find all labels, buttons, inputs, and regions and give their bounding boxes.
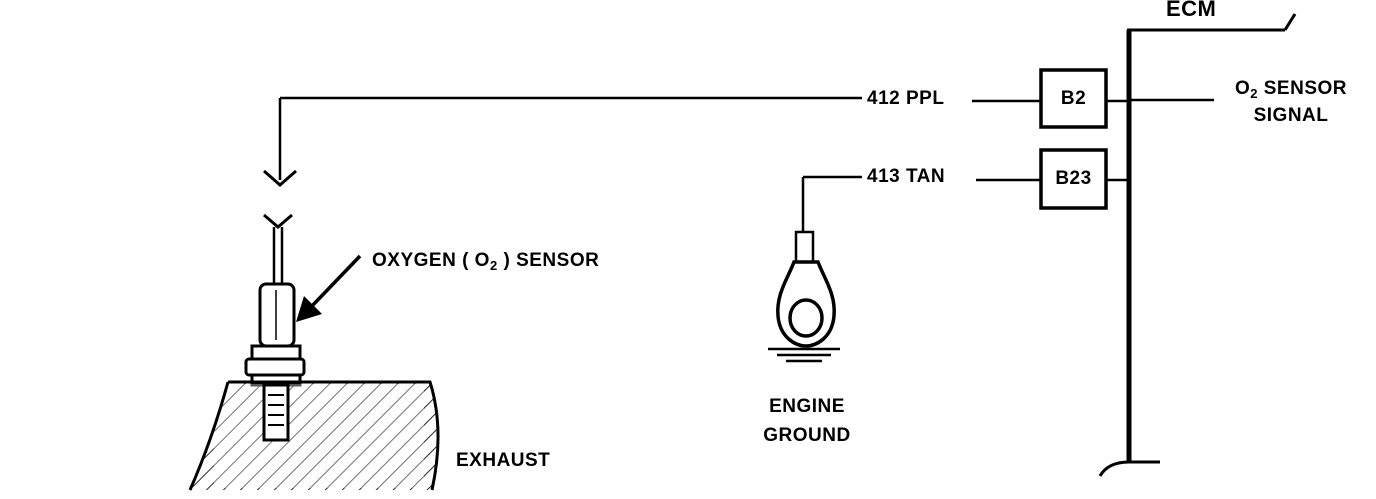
exhaust-label: EXHAUST	[456, 450, 551, 471]
wire-412-ppl	[278, 96, 1214, 180]
pin-b2-box	[1039, 68, 1108, 129]
engine-ground-line1: ENGINE	[769, 396, 845, 417]
ground-symbol	[768, 347, 840, 363]
wire-413-tan	[801, 175, 1129, 232]
ground-terminal	[776, 230, 836, 348]
engine-ground-line2: GROUND	[763, 425, 851, 446]
sensor-pointer-arrow	[296, 254, 362, 322]
ecm-label: ECM	[1166, 0, 1217, 21]
engine-ground-label: ENGINE GROUND	[748, 392, 866, 450]
oxygen-sensor-label: OXYGEN ( O2 ) SENSOR	[372, 250, 600, 273]
exhaust-pipe-section	[188, 380, 440, 491]
pin-b2-label: B2	[1060, 88, 1087, 109]
pin-b23-box	[1039, 148, 1108, 210]
o2-sensor-signal-label: O2 SENSOR SIGNAL	[1222, 78, 1360, 127]
o2-sensor-signal-line2: SIGNAL	[1253, 105, 1329, 126]
wire-413-label: 413 TAN	[867, 166, 946, 187]
connector-chevrons	[263, 169, 297, 229]
o2-sensor-signal-line1: O2 SENSOR	[1234, 78, 1348, 101]
pin-b23-label: B23	[1055, 168, 1092, 189]
wire-412-label: 412 PPL	[867, 88, 945, 109]
